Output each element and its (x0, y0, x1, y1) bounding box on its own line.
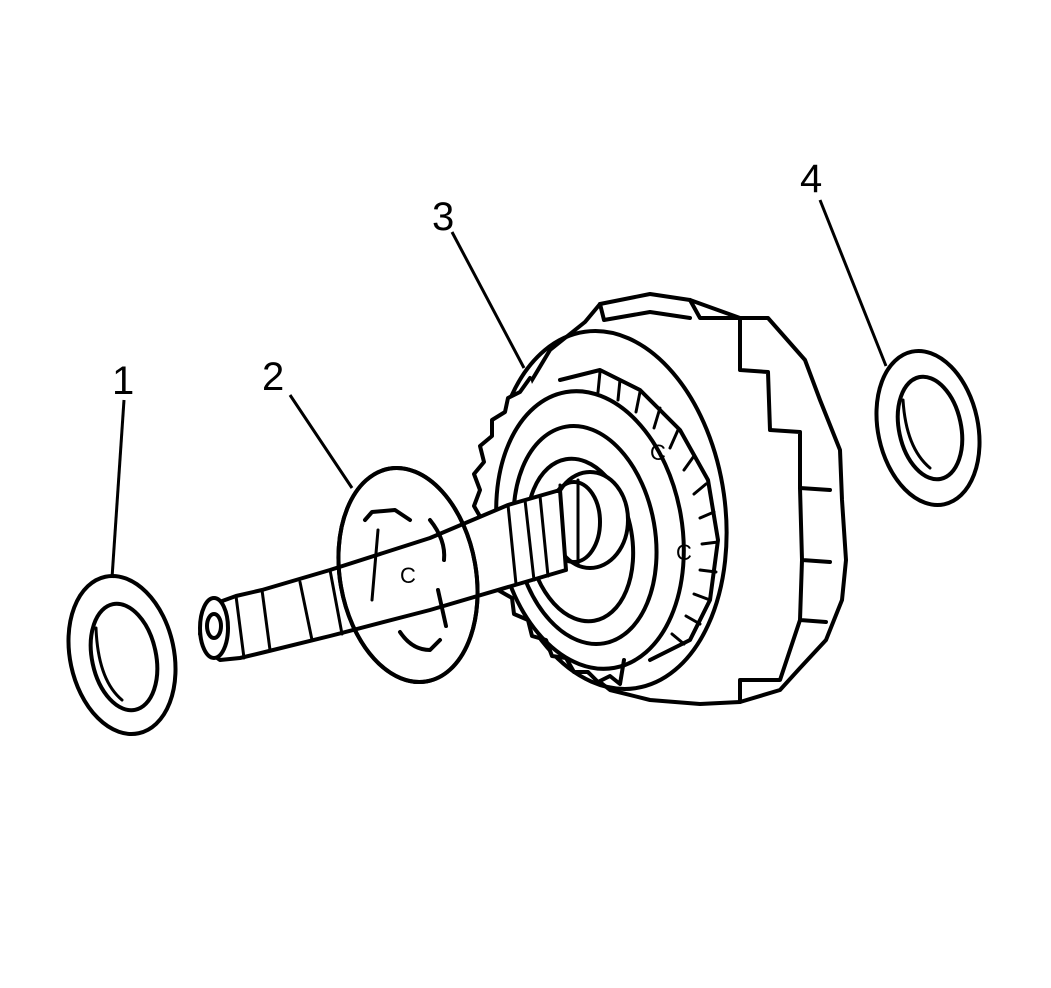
gear-assembly-3: C C (472, 292, 848, 706)
leader-line-4 (818, 199, 888, 367)
shaft-mark: C (400, 563, 416, 588)
leader-line-1 (110, 399, 126, 579)
washer-2 (336, 465, 480, 685)
leader-line-2 (288, 394, 354, 489)
output-shaft: C (198, 488, 568, 662)
hub-mark-lower: C (676, 540, 692, 565)
callout-4: 4 (800, 157, 822, 201)
washer-4 (874, 348, 982, 508)
callout-2: 2 (262, 355, 284, 399)
callout-3: 3 (432, 195, 454, 239)
callout-1: 1 (112, 359, 134, 403)
leader-line-3 (450, 231, 526, 369)
hub-mark-upper: C (650, 440, 666, 465)
washer-1 (66, 574, 178, 736)
